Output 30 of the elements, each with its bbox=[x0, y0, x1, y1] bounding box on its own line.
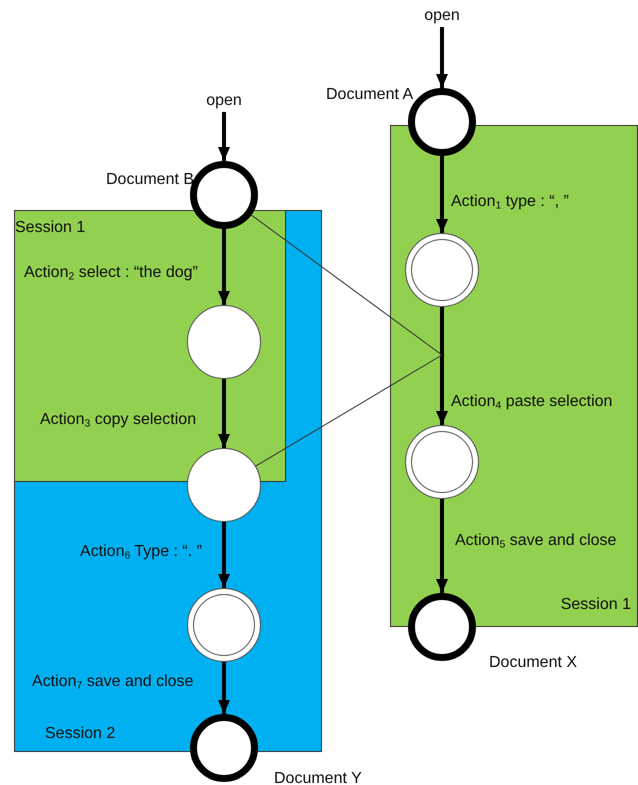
arrow bbox=[218, 662, 230, 714]
document-label: Document B bbox=[106, 171, 194, 189]
arrow bbox=[218, 379, 230, 448]
arrow bbox=[436, 307, 448, 425]
text-label: open bbox=[417, 7, 467, 27]
edge-label: Action$_{4}$ paste selection bbox=[451, 393, 612, 411]
edge-label: Action$_{3}$ copy selection bbox=[40, 411, 196, 429]
connector-line bbox=[250, 214, 442, 356]
session-label: Session 2 bbox=[45, 725, 116, 743]
arrow bbox=[436, 156, 448, 233]
text-label: open bbox=[199, 92, 249, 112]
arrow bbox=[436, 27, 448, 88]
session-panel bbox=[14, 210, 286, 482]
document-label: Document Y bbox=[274, 770, 362, 785]
document-label: Document X bbox=[489, 654, 578, 672]
session-panel bbox=[14, 210, 322, 752]
edge-label: Action$_{1}$ type : “, ” bbox=[451, 193, 569, 211]
connector-line bbox=[255, 354, 442, 467]
session-label: Session 1 bbox=[560, 596, 631, 614]
session-panel bbox=[390, 125, 638, 627]
edge-label: Action$_{2}$ select : “the dog” bbox=[24, 264, 198, 282]
edge-label: Action$_{6}$ Type : “. ” bbox=[80, 543, 202, 561]
edge-label: Action$_{7}$ save and close bbox=[32, 673, 194, 691]
arrow bbox=[436, 499, 448, 593]
arrow bbox=[218, 229, 230, 305]
edge-label: Action$_{5}$ save and close bbox=[455, 532, 616, 550]
arrow bbox=[218, 112, 230, 161]
arrow bbox=[218, 522, 230, 588]
document-label: Document A bbox=[326, 86, 414, 104]
session-label: Session 1 bbox=[15, 219, 86, 237]
